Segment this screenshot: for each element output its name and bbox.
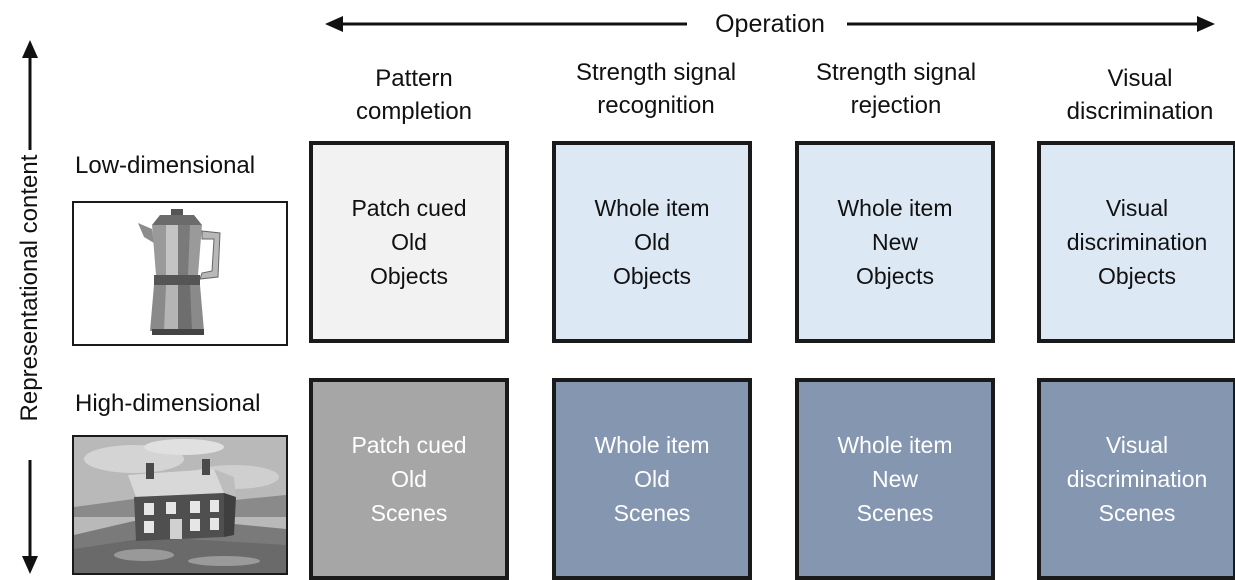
house-scene-icon [72, 435, 288, 575]
row-label-low-dimensional: Low-dimensional [75, 152, 256, 179]
coffee-pot-icon [72, 201, 288, 346]
row-label-high-dimensional: High-dimensional [75, 390, 261, 417]
representation-axis-label: Representational content [16, 154, 43, 422]
operation-axis-label: Operation [700, 6, 840, 42]
operation-arrow [325, 16, 1215, 32]
representation-arrow [22, 40, 38, 574]
